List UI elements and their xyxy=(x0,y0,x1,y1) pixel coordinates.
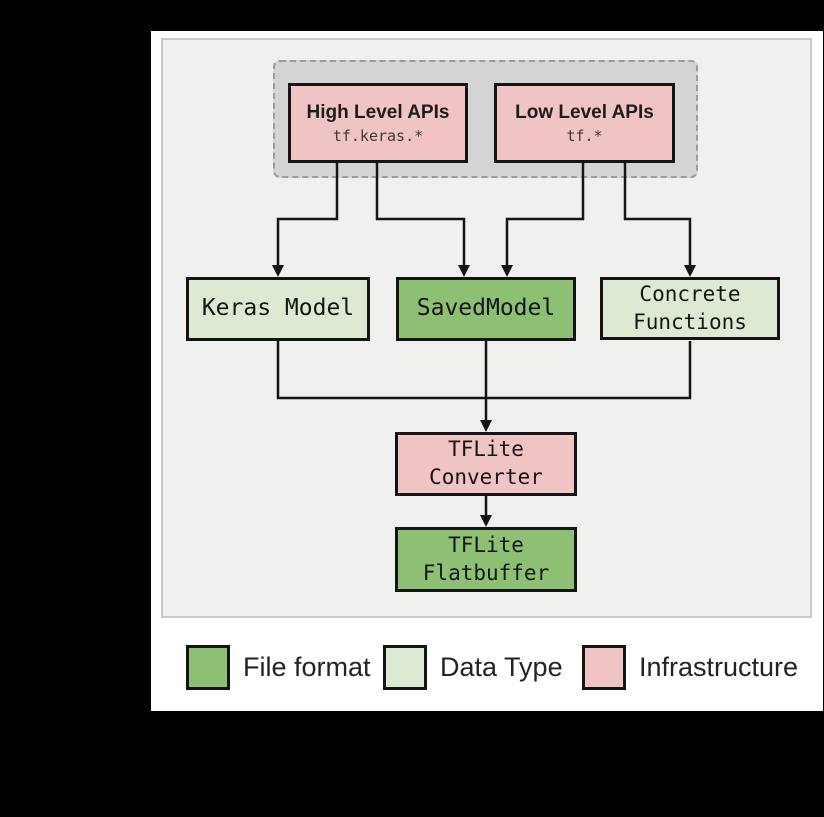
legend-label-infrastructure: Infrastructure xyxy=(639,652,799,682)
node-low-level-apis: Low Level APIs tf.* xyxy=(494,83,675,163)
keras-model-label: Keras Model xyxy=(201,295,355,322)
low-level-apis-title: Low Level APIs xyxy=(515,101,654,123)
legend-label-file-format: File format xyxy=(243,652,371,682)
node-high-level-apis: High Level APIs tf.keras.* xyxy=(288,83,468,163)
legend-swatch-file-format xyxy=(186,645,230,690)
tflite-flatbuffer-label-line2: Flatbuffer xyxy=(422,560,550,585)
legend-item-file-format: File format xyxy=(186,645,371,690)
tflite-converter-label-line1: TFLite xyxy=(448,437,524,462)
node-saved-model: SavedModel xyxy=(396,277,576,341)
tflite-flatbuffer-label-line1: TFLite xyxy=(448,532,524,557)
legend-label-data-type: Data Type xyxy=(440,652,563,682)
low-level-apis-code: tf.* xyxy=(566,127,603,146)
node-tflite-flatbuffer: TFLite Flatbuffer xyxy=(395,527,577,592)
node-concrete-functions: Concrete Functions xyxy=(600,277,780,340)
legend-swatch-data-type xyxy=(383,645,427,690)
node-keras-model: Keras Model xyxy=(186,277,370,341)
concrete-functions-label-line1: Concrete xyxy=(639,281,741,306)
legend-item-data-type: Data Type xyxy=(383,645,563,690)
concrete-functions-label-line2: Functions xyxy=(633,309,747,334)
legend-swatch-infrastructure xyxy=(582,645,626,690)
node-tflite-converter: TFLite Converter xyxy=(395,432,577,496)
high-level-apis-code: tf.keras.* xyxy=(332,127,424,146)
high-level-apis-title: High Level APIs xyxy=(306,101,450,123)
legend-item-infrastructure: Infrastructure xyxy=(582,645,798,690)
tflite-converter-label-line2: Converter xyxy=(429,465,543,489)
saved-model-label: SavedModel xyxy=(416,295,556,322)
